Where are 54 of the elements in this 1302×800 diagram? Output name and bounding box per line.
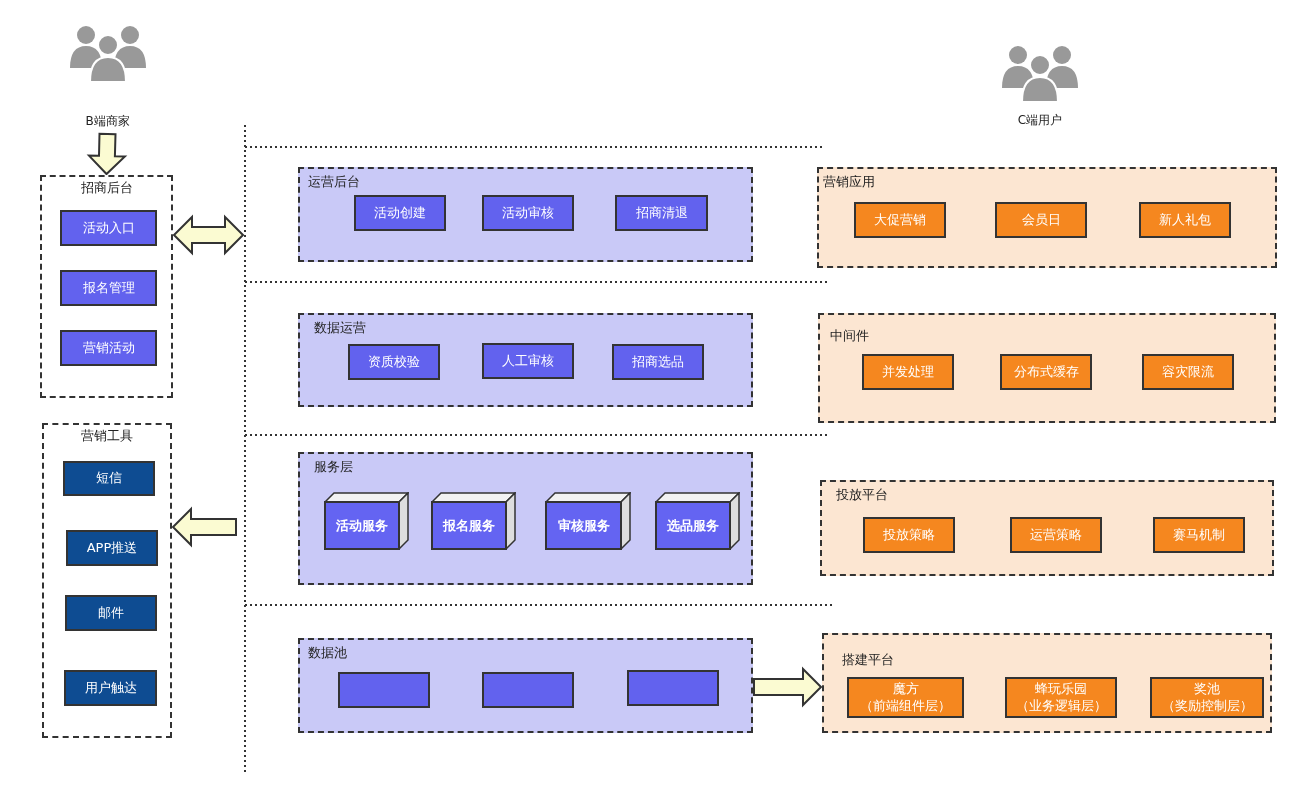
group-title: 数据运营 bbox=[314, 319, 366, 337]
group-title: 招商后台 bbox=[79, 179, 134, 197]
group-box bbox=[818, 313, 1276, 423]
tool-box: 邮件 bbox=[65, 595, 157, 631]
group-title: 营销工具 bbox=[80, 427, 134, 445]
module-box bbox=[627, 670, 719, 706]
module-box: 报名管理 bbox=[60, 270, 157, 306]
module-box: 魔方（前端组件层） bbox=[847, 677, 964, 718]
group-box bbox=[822, 633, 1272, 733]
module-box: 大促营销 bbox=[854, 202, 946, 238]
module-box: 营销活动 bbox=[60, 330, 157, 366]
group-box bbox=[298, 313, 753, 407]
group-title: 营销应用 bbox=[823, 173, 875, 191]
group-box bbox=[40, 175, 173, 398]
block-arrow bbox=[753, 666, 823, 708]
module-box: 奖池（奖励控制层） bbox=[1150, 677, 1264, 718]
tool-box: 短信 bbox=[63, 461, 155, 496]
group-box bbox=[820, 480, 1274, 576]
module-box: 赛马机制 bbox=[1153, 517, 1245, 553]
module-box: 分布式缓存 bbox=[1000, 354, 1092, 390]
group-box bbox=[298, 638, 753, 733]
module-box: 招商清退 bbox=[615, 195, 708, 231]
module-box: 活动入口 bbox=[60, 210, 157, 246]
module-box: 活动审核 bbox=[482, 195, 574, 231]
group-box bbox=[298, 167, 753, 262]
group-box bbox=[298, 452, 753, 585]
group-title: 投放平台 bbox=[836, 486, 888, 504]
module-box: 投放策略 bbox=[863, 517, 955, 553]
module-box bbox=[482, 672, 574, 708]
module-box: 招商选品 bbox=[612, 344, 704, 380]
tool-box: APP推送 bbox=[66, 530, 158, 566]
module-box: 资质校验 bbox=[348, 344, 440, 380]
module-box: 蜂玩乐园（业务逻辑层） bbox=[1005, 677, 1117, 718]
group-box bbox=[817, 167, 1277, 268]
block-arrow bbox=[172, 214, 245, 256]
module-box: 并发处理 bbox=[862, 354, 954, 390]
group-title: 服务层 bbox=[314, 458, 353, 476]
module-box: 容灾限流 bbox=[1142, 354, 1234, 390]
group-title: 运营后台 bbox=[308, 173, 360, 191]
group-title: 数据池 bbox=[308, 644, 347, 662]
module-box: 新人礼包 bbox=[1139, 202, 1231, 238]
group-box bbox=[42, 423, 172, 738]
block-arrow bbox=[171, 506, 237, 548]
module-box bbox=[338, 672, 430, 708]
role-label: C端用户 bbox=[1016, 112, 1064, 129]
module-box: 人工审核 bbox=[482, 343, 574, 379]
module-box: 活动创建 bbox=[354, 195, 446, 231]
tool-box: 用户触达 bbox=[64, 670, 157, 706]
group-title: 中间件 bbox=[830, 327, 869, 345]
module-box: 运营策略 bbox=[1010, 517, 1102, 553]
block-arrow bbox=[86, 132, 128, 176]
role-label: B端商家 bbox=[84, 113, 131, 130]
group-title: 搭建平台 bbox=[842, 651, 894, 669]
module-box: 会员日 bbox=[995, 202, 1087, 238]
